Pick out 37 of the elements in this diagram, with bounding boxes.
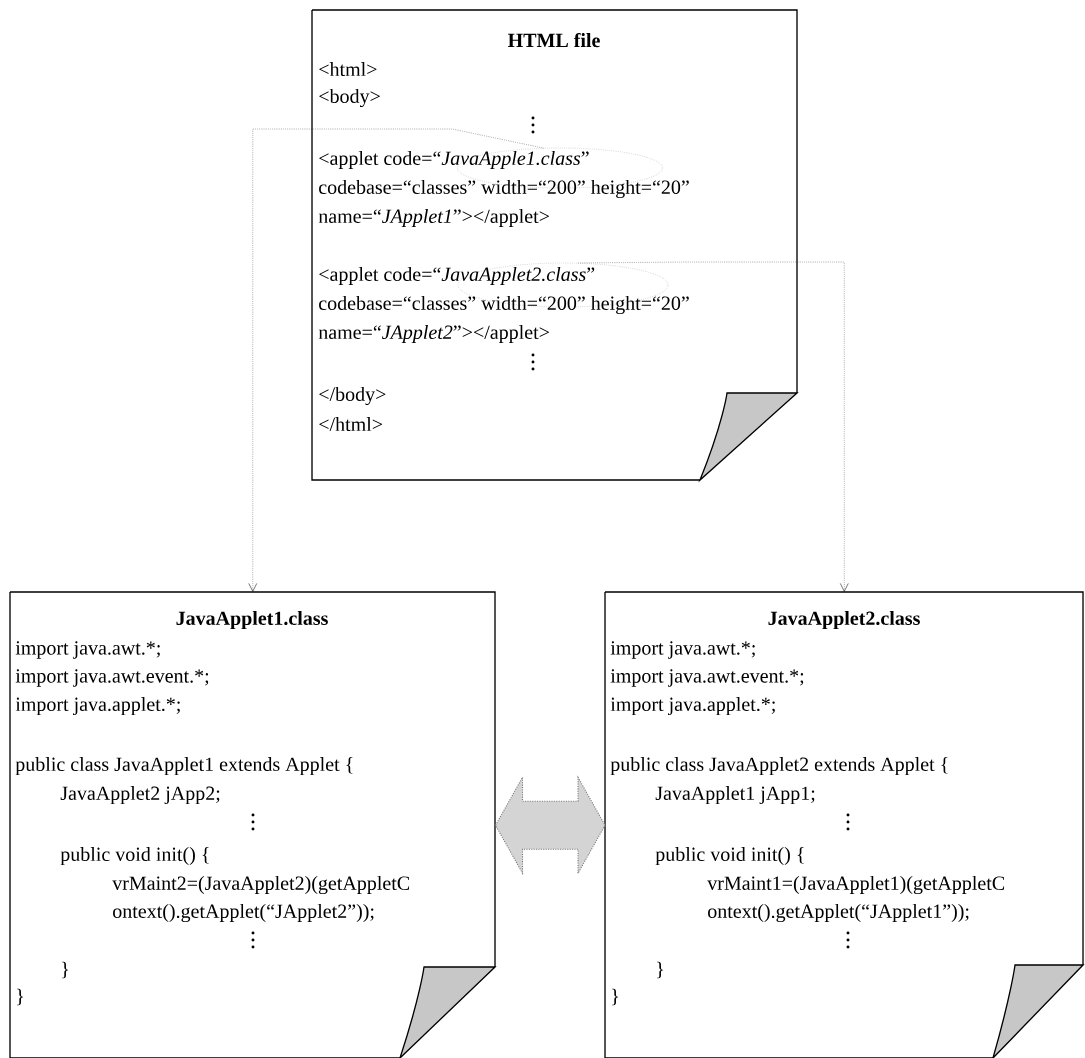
document-title: JavaApplet2.class — [768, 610, 920, 630]
code-line: import java.applet.*; — [610, 696, 775, 716]
code-line: <body> — [319, 88, 380, 108]
code-line: <html> — [319, 62, 377, 77]
leader-arrow — [578, 261, 849, 592]
document-page — [9, 591, 496, 1058]
code-line: import java.awt.event.*; — [610, 669, 804, 687]
code-line: </body> — [319, 386, 386, 406]
code-line: public void init() { — [60, 846, 209, 866]
code-line: } — [657, 961, 664, 979]
code-line: name=“JApplet1”></applet> — [318, 208, 549, 228]
code-line: } — [17, 988, 24, 1006]
code-line: ontext().getApplet(“JApplet2”)); — [113, 903, 374, 923]
code-line: } — [62, 961, 69, 979]
document-page — [311, 9, 798, 481]
code-line: import java.awt.*; — [15, 641, 160, 659]
document-title: JavaApplet1.class — [176, 610, 328, 630]
document-page — [604, 591, 1084, 1058]
code-line: vrMaint2=(JavaApplet2)(getAppletC — [112, 875, 410, 895]
code-line: <applet code=“JavaApple1.class” — [319, 150, 589, 170]
code-line: vrMaint1=(JavaApplet1)(getAppletC — [707, 875, 1005, 895]
code-line: codebase=“classes” width=“200” height=“20” — [319, 179, 689, 199]
code-line: public class JavaApplet2 extends Applet { — [610, 756, 948, 776]
code-line: <applet code=“JavaApplet2.class” — [319, 266, 595, 286]
code-line: JavaApplet1 jApp1; — [655, 785, 815, 805]
code-line: } — [612, 988, 619, 1006]
code-line: codebase=“classes” width=“200” height=“20” — [319, 295, 689, 315]
code-line: import java.awt.*; — [610, 641, 755, 659]
code-line: import java.applet.*; — [15, 696, 180, 716]
code-line: </html> — [319, 417, 383, 432]
code-line: ontext().getApplet(“JApplet1”)); — [708, 903, 969, 923]
code-line: import java.awt.event.*; — [15, 669, 209, 687]
code-line: name=“JApplet2”></applet> — [318, 324, 549, 344]
code-line: public class JavaApplet1 extends Applet { — [15, 756, 353, 776]
code-line: JavaApplet2 jApp2; — [60, 785, 220, 805]
code-line: public void init() { — [655, 846, 804, 866]
document-title: HTML file — [507, 32, 600, 48]
